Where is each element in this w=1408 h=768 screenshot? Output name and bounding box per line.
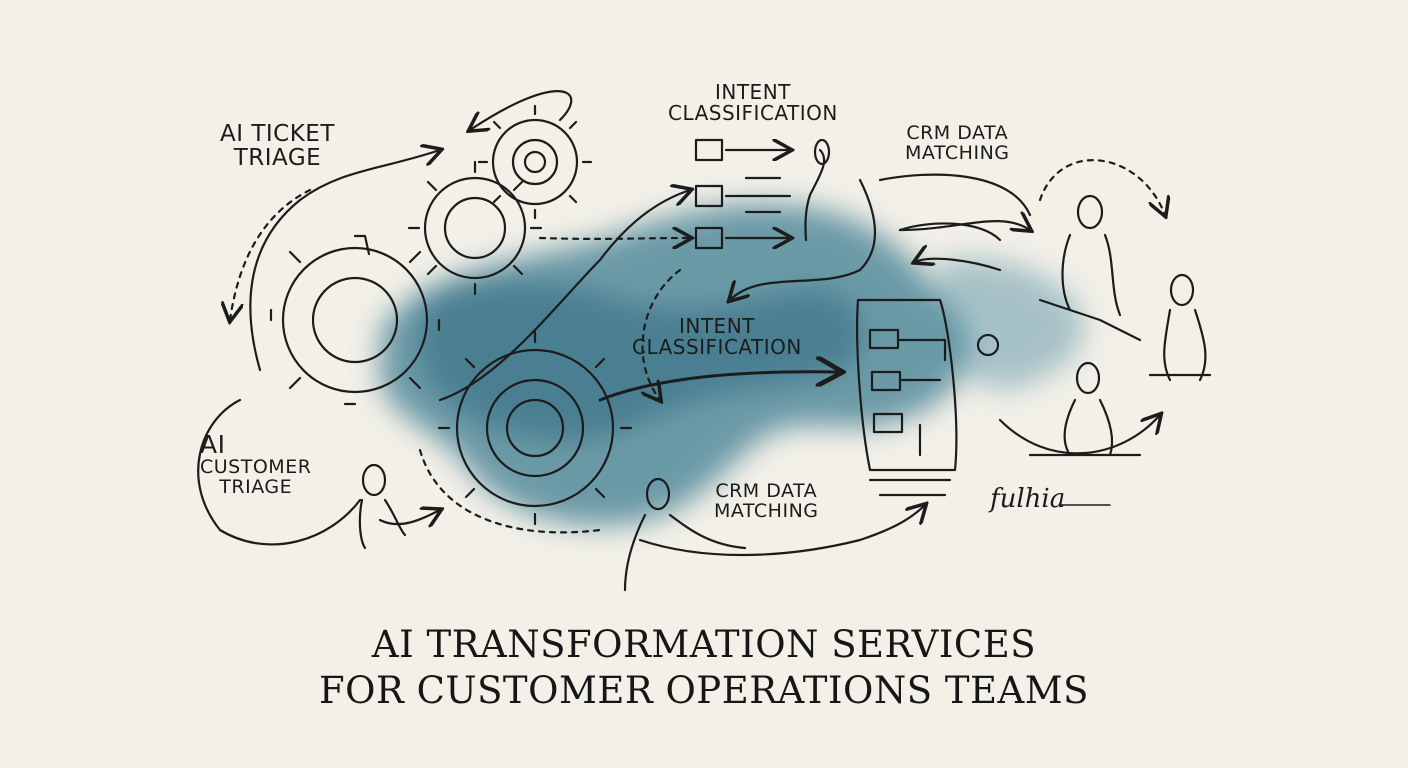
flow-line bbox=[898, 222, 1002, 242]
flow-arrow bbox=[470, 90, 573, 130]
center-gear-icon bbox=[437, 330, 633, 526]
upper-gear-icon bbox=[407, 160, 543, 296]
person-icon-middle bbox=[1028, 361, 1142, 457]
person-icon-top bbox=[1038, 194, 1142, 342]
label-crm-data-matching-top: CRM DATA MATCHING bbox=[905, 122, 1010, 164]
dashboard-panel-icon bbox=[856, 298, 1000, 497]
flow-arrow bbox=[438, 190, 690, 402]
flow-arrow bbox=[378, 510, 440, 524]
classification-list bbox=[694, 138, 831, 250]
flow-arrow bbox=[638, 505, 925, 557]
flow-arrow bbox=[898, 221, 1030, 230]
main-flow-arrow bbox=[598, 372, 840, 402]
label-ai-customer-triage: AI CUSTOMER TRIAGE bbox=[200, 430, 312, 499]
large-gear-icon bbox=[269, 234, 441, 406]
flow-line bbox=[878, 173, 1032, 217]
flow-arrow bbox=[998, 415, 1160, 455]
page-title: AI TRANSFORMATION SERVICES FOR CUSTOMER … bbox=[318, 623, 1090, 713]
flow-arrow bbox=[915, 259, 1002, 272]
flow-loop bbox=[197, 398, 362, 546]
person-icon-left bbox=[358, 463, 407, 550]
label-ai-ticket-triage: AI TICKET TRIAGE bbox=[220, 121, 335, 172]
dashed-connectors bbox=[230, 159, 1165, 534]
label-intent-classification-top: INTENT CLASSIFICATION bbox=[668, 80, 838, 125]
flow-arrow bbox=[249, 150, 440, 372]
artist-signature: fulhia bbox=[990, 484, 1066, 514]
label-crm-data-matching-bottom: CRM DATA MATCHING bbox=[714, 480, 819, 522]
top-gear-icon bbox=[477, 104, 593, 220]
flow-arrow bbox=[730, 178, 876, 300]
person-icon-bottom bbox=[623, 477, 747, 592]
label-intent-classification-middle: INTENT CLASSIFICATION bbox=[632, 314, 802, 359]
person-icon-right bbox=[1148, 273, 1212, 382]
watercolor-wash bbox=[380, 203, 1085, 526]
